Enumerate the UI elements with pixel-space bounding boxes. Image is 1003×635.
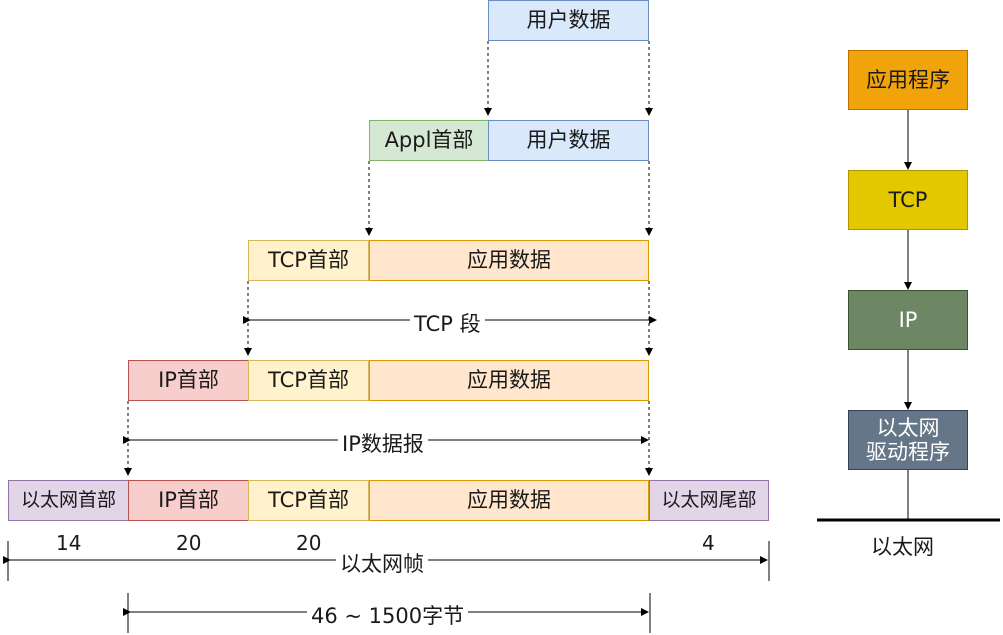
tcp-header-block-3: TCP首部 [248, 480, 369, 521]
tcp-header-label: TCP首部 [268, 368, 349, 393]
user-data-block: 用户数据 [488, 0, 649, 41]
ip-header-label: IP首部 [158, 368, 219, 393]
appl-header-block: Appl首部 [369, 120, 489, 161]
user-data-block-2: 用户数据 [488, 120, 649, 161]
app-data-block-3: 应用数据 [369, 480, 649, 521]
stack-tcp-block: TCP [848, 170, 968, 230]
user-data-label: 用户数据 [526, 8, 611, 33]
ip-header-block-2: IP首部 [128, 480, 249, 521]
ip-header-block: IP首部 [128, 360, 249, 401]
payload-range-label: 46 ~ 1500字节 [307, 600, 469, 630]
stack-driver-block: 以太网 驱动程序 [848, 410, 968, 470]
appl-header-label: Appl首部 [384, 128, 474, 153]
stack-driver-label: 以太网 驱动程序 [866, 415, 950, 464]
app-data-label: 应用数据 [467, 368, 551, 393]
eth-trailer-size: 4 [702, 531, 715, 555]
ip-header-label: IP首部 [158, 488, 219, 513]
tcp-header-block: TCP首部 [248, 240, 369, 281]
eth-header-label: 以太网首部 [20, 488, 116, 511]
app-data-block: 应用数据 [369, 240, 649, 281]
user-data-label: 用户数据 [526, 128, 611, 153]
tcp-segment-label: TCP 段 [410, 308, 485, 338]
eth-frame-label: 以太网帧 [336, 548, 428, 578]
app-data-label: 应用数据 [467, 248, 551, 273]
stack-ip-block: IP [848, 290, 968, 350]
eth-trailer-label: 以太网尾部 [661, 488, 757, 511]
ip-datagram-label: IP数据报 [338, 428, 428, 458]
tcp-header-block-2: TCP首部 [248, 360, 369, 401]
tcp-header-label: TCP首部 [268, 248, 349, 273]
app-data-block-2: 应用数据 [369, 360, 649, 401]
stack-app-label: 应用程序 [866, 67, 950, 92]
eth-header-size: 14 [56, 531, 82, 555]
app-data-label: 应用数据 [467, 488, 551, 513]
eth-header-block: 以太网首部 [8, 480, 129, 521]
eth-trailer-block: 以太网尾部 [649, 480, 769, 521]
tcp-header-size: 20 [296, 531, 322, 555]
stack-medium-label: 以太网 [871, 535, 934, 559]
tcp-header-label: TCP首部 [268, 488, 349, 513]
stack-ip-label: IP [898, 307, 918, 332]
ip-header-size: 20 [176, 531, 202, 555]
stack-tcp-label: TCP [888, 187, 928, 212]
stack-app-block: 应用程序 [848, 50, 968, 110]
